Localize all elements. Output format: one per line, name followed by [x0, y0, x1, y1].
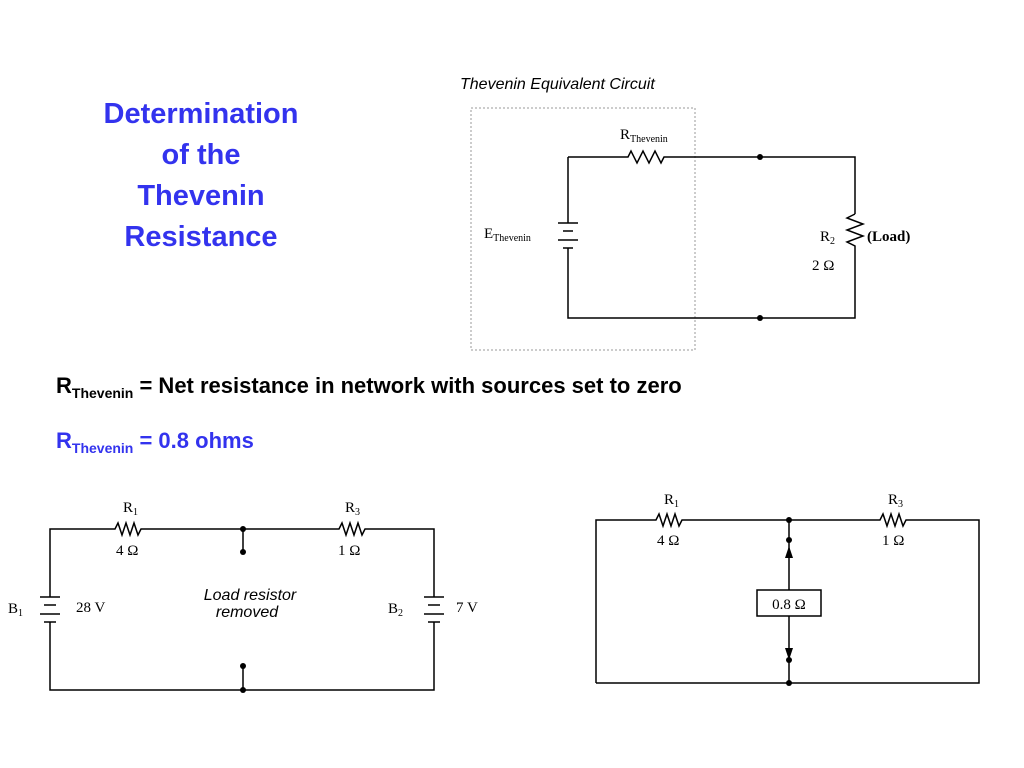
junction-dot	[240, 687, 246, 693]
definition-symbol: R	[56, 373, 72, 398]
junction-dot	[786, 680, 792, 686]
r3-value: 1 Ω	[338, 543, 360, 559]
meter-probe-arrow	[785, 648, 793, 660]
r3-label: R3	[345, 500, 360, 518]
title-line-2: of the	[161, 139, 241, 171]
b1-value: 28 V	[76, 600, 105, 616]
m-r3-label: R3	[888, 492, 903, 510]
load-removed-note-line-2: removed	[216, 604, 279, 621]
thevenin-dotted-box	[470, 107, 696, 351]
slide-title: Determination of the Thevenin Resistance	[70, 94, 332, 258]
junction-dot	[757, 315, 763, 321]
result-statement: RThevenin = 0.8 ohms	[56, 428, 254, 456]
meter-probe-arrow	[785, 546, 793, 558]
terminal-dot	[786, 537, 792, 543]
definition-subscript: Thevenin	[71, 385, 134, 401]
r1-value: 4 Ω	[116, 543, 138, 559]
r2-label: R2	[820, 229, 835, 247]
junction-dot	[786, 517, 792, 523]
definition-text: = Net resistance in network with sources…	[133, 373, 682, 398]
terminal-dot	[240, 663, 246, 669]
load-tag: (Load)	[867, 229, 910, 245]
ohmmeter-reading: 0.8 Ω	[772, 597, 806, 613]
definition-statement: RThevenin = Net resistance in network wi…	[56, 373, 682, 401]
result-subscript: Thevenin	[71, 440, 134, 456]
result-symbol: R	[56, 428, 72, 453]
ohmmeter-box	[756, 589, 822, 617]
equivalent-caption: Thevenin Equivalent Circuit	[460, 76, 655, 93]
b1-label: B1	[8, 601, 23, 619]
m-r1-value: 4 Ω	[657, 533, 679, 549]
title-line-3: Thevenin	[137, 180, 265, 212]
m-r1-label: R1	[664, 492, 679, 510]
title-line-4: Resistance	[124, 221, 278, 253]
title-line-1: Determination	[103, 98, 299, 130]
e-thevenin-label: EThevenin	[484, 226, 531, 244]
b2-label: B2	[388, 601, 403, 619]
terminal-dot	[240, 549, 246, 555]
terminal-dot	[786, 657, 792, 663]
result-text: = 0.8 ohms	[133, 428, 254, 453]
junction-dot	[757, 154, 763, 160]
r1-label: R1	[123, 500, 138, 518]
r-thevenin-label: RThevenin	[620, 127, 668, 145]
measured-wires	[595, 511, 980, 684]
equivalent-wires	[558, 149, 866, 319]
load-removed-note-line-1: Load resistor	[204, 587, 297, 604]
b2-value: 7 V	[456, 600, 478, 616]
junction-dot	[240, 526, 246, 532]
m-r3-value: 1 Ω	[882, 533, 904, 549]
r2-value: 2 Ω	[812, 258, 834, 274]
